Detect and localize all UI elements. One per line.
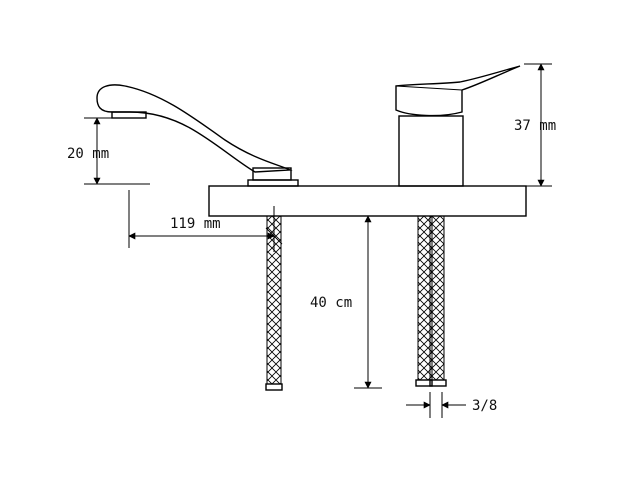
- spout: [96, 84, 299, 187]
- right-hose-connector-a: [415, 379, 433, 387]
- hose-length-label: 40 cm: [310, 295, 352, 311]
- dimension-spout-height: [84, 117, 150, 185]
- spout-reach-label: 119 mm: [170, 216, 221, 232]
- spout-height-label: 20 mm: [67, 146, 109, 162]
- dimension-handle-height: [524, 63, 552, 187]
- dimension-hose-length: [354, 215, 382, 389]
- right-hose-b: [429, 215, 445, 381]
- handle-height-label: 37 mm: [514, 118, 556, 134]
- dimension-connector-size: [406, 392, 466, 418]
- left-hose-connector: [265, 383, 283, 391]
- mixer-handle: [395, 65, 521, 187]
- right-hose-connector-b: [429, 379, 447, 387]
- deck-plate: [208, 185, 527, 217]
- connector-size-label: 3/8: [472, 398, 497, 414]
- dimension-spout-reach: [128, 190, 283, 252]
